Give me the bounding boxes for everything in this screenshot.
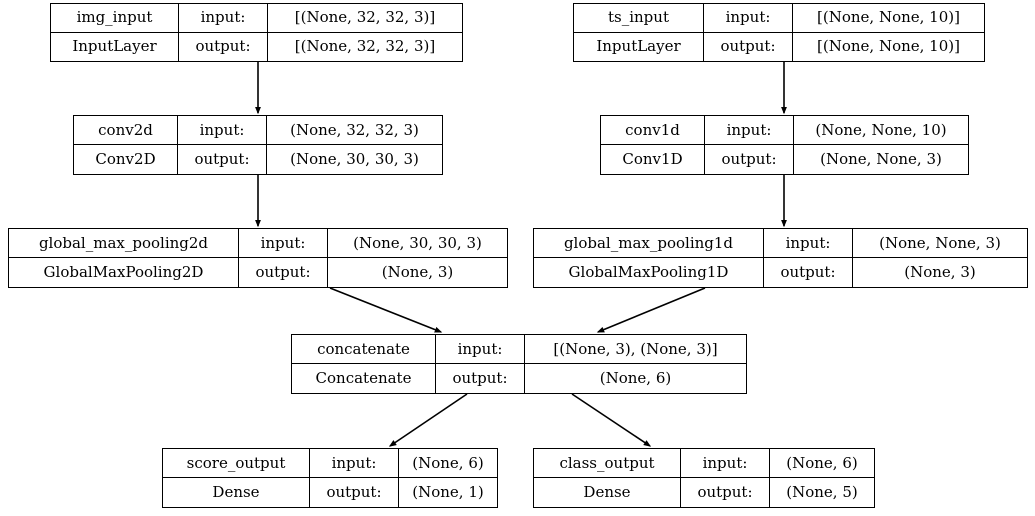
- output-shape-value: (None, 30, 30, 3): [290, 150, 419, 168]
- layer-class-label: InputLayer: [51, 32, 179, 61]
- input-io-label: input:: [178, 116, 267, 144]
- input-shape-value: (None, None, 3): [879, 233, 1001, 252]
- input-io-label: input:: [681, 449, 770, 477]
- output-io-label: output:: [178, 145, 267, 174]
- output-io-label: output:: [681, 478, 770, 507]
- output-shape-value: (None, 1): [412, 483, 484, 501]
- layer-class-label: Concatenate: [292, 364, 436, 393]
- layer-name-label: class_output: [534, 449, 681, 477]
- output-shape-value: (None, 3): [381, 263, 454, 281]
- output-io-label: output:: [179, 32, 268, 61]
- output-io-label: output:: [436, 364, 525, 393]
- output-shape-value: (None, 5): [786, 483, 858, 501]
- layer-name-label: concatenate: [292, 335, 436, 363]
- input-io-label: input:: [705, 116, 794, 144]
- input-io-label: input:: [179, 4, 268, 32]
- output-shape-value: [(None, 32, 32, 3)]: [294, 37, 436, 56]
- layer-class-label: Conv1D: [601, 145, 705, 174]
- edge-global_max_pooling1d-to-concatenate: [596, 287, 706, 333]
- layer-class-label: GlobalMaxPooling1D: [534, 258, 764, 287]
- input-shape-value: [(None, 32, 32, 3)]: [294, 8, 436, 27]
- edge-concatenate-to-score_output: [388, 393, 468, 447]
- output-io-label: output:: [705, 145, 794, 174]
- layer-class-label: Dense: [534, 478, 681, 507]
- input-shape-value: (None, 6): [412, 453, 484, 472]
- input-shape-value: (None, None, 10): [815, 120, 947, 139]
- input-io-label: input:: [704, 4, 793, 32]
- input-shape-value: [(None, 3), (None, 3)]: [553, 339, 718, 358]
- input-shape-value: (None, 30, 30, 3): [353, 233, 482, 252]
- output-shape-value: (None, None, 3): [820, 150, 942, 168]
- output-shape-value: [(None, None, 10)]: [817, 37, 960, 56]
- layer-class-label: Dense: [163, 478, 310, 507]
- edge-global_max_pooling2d-to-concatenate: [329, 287, 443, 333]
- input-shape-value: (None, 6): [786, 453, 858, 472]
- output-io-label: output:: [704, 32, 793, 61]
- input-io-label: input:: [436, 335, 525, 363]
- input-io-label: input:: [764, 229, 853, 257]
- layer-name-label: img_input: [51, 4, 179, 32]
- layer-name-label: global_max_pooling2d: [9, 229, 239, 257]
- output-shape-value: (None, 3): [904, 263, 976, 281]
- layer-class-label: Conv2D: [74, 145, 178, 174]
- layer-name-label: global_max_pooling1d: [534, 229, 764, 257]
- output-io-label: output:: [239, 258, 328, 287]
- layer-name-label: score_output: [163, 449, 310, 477]
- layer-name-label: conv1d: [601, 116, 705, 144]
- output-io-label: output:: [764, 258, 853, 287]
- input-io-label: input:: [310, 449, 399, 477]
- input-io-label: input:: [239, 229, 328, 257]
- layer-class-label: GlobalMaxPooling2D: [9, 258, 239, 287]
- layer-name-label: conv2d: [74, 116, 178, 144]
- edge-concatenate-to-class_output: [571, 393, 652, 447]
- input-shape-value: (None, 32, 32, 3): [290, 120, 419, 139]
- layer-class-label: InputLayer: [574, 32, 704, 61]
- input-shape-value: [(None, None, 10)]: [817, 8, 960, 27]
- output-io-label: output:: [310, 478, 399, 507]
- output-shape-value: (None, 6): [599, 369, 672, 387]
- layer-name-label: ts_input: [574, 4, 704, 32]
